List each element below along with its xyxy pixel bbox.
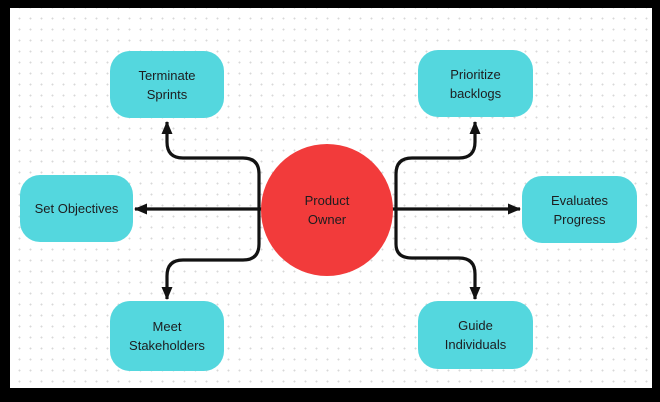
connector-guide-individuals bbox=[394, 209, 481, 300]
center-node-label: Product Owner bbox=[304, 193, 350, 227]
node-label: Terminate Sprints bbox=[138, 67, 196, 102]
connector-arrows bbox=[134, 121, 521, 300]
diagram-canvas: Terminate Sprints Prioritize backlogs Se… bbox=[10, 8, 652, 388]
node-label: Prioritize backlogs bbox=[449, 66, 502, 101]
node-label: Evaluates Progress bbox=[550, 192, 609, 227]
node-guide-individuals: Guide Individuals bbox=[418, 301, 533, 369]
node-meet-stakeholders: Meet Stakeholders bbox=[110, 301, 224, 371]
node-label: Set Objectives bbox=[34, 201, 119, 216]
center-node-product-owner: Product Owner bbox=[261, 144, 393, 276]
node-prioritize-backlogs: Prioritize backlogs bbox=[418, 50, 533, 117]
node-set-objectives: Set Objectives bbox=[20, 175, 133, 242]
connector-meet-stakeholders bbox=[161, 209, 261, 300]
node-label: Meet Stakeholders bbox=[129, 319, 205, 353]
connector-terminate-sprints bbox=[161, 121, 261, 209]
node-terminate-sprints: Terminate Sprints bbox=[110, 51, 224, 118]
connector-prioritize-backlogs bbox=[394, 121, 481, 209]
node-evaluates-progress: Evaluates Progress bbox=[522, 176, 637, 243]
node-label: Guide Individuals bbox=[444, 318, 507, 352]
